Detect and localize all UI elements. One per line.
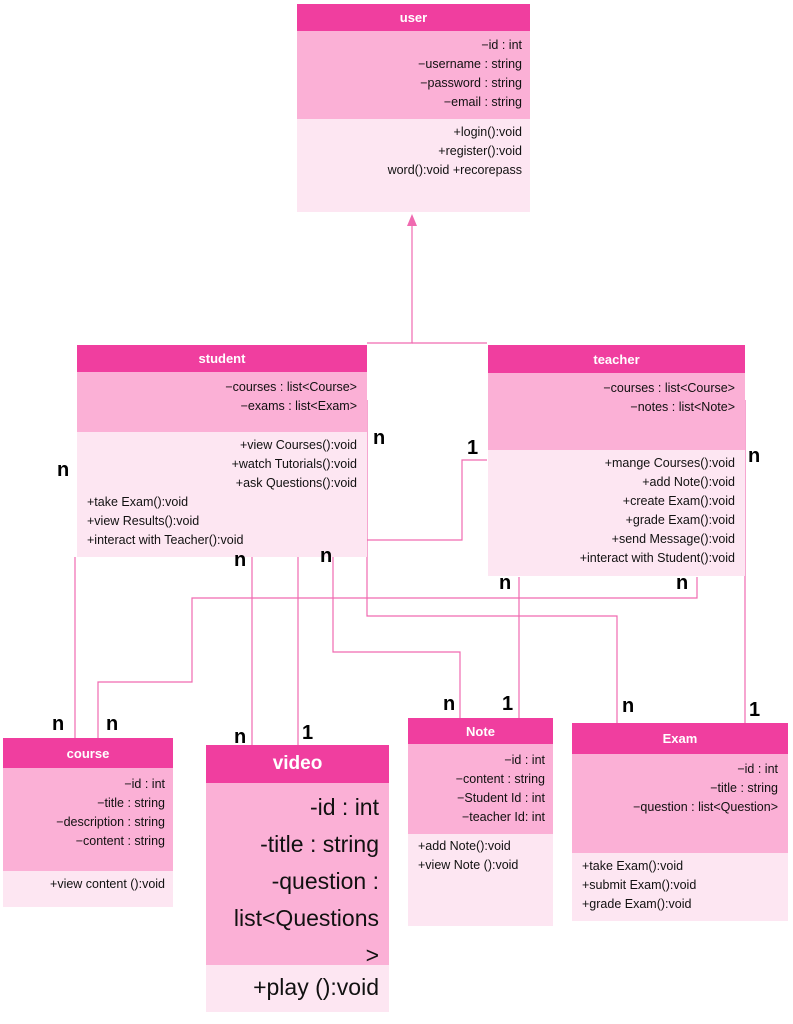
class-user-methods: +login():void +register():void word():vo… [297, 119, 530, 212]
class-student[interactable]: student −courses : list<Course> −exams :… [77, 345, 367, 557]
multiplicity-label: n [373, 427, 386, 449]
attribute: list<Questions [233, 905, 379, 931]
method: +take Exam():void [582, 859, 684, 873]
class-user-attributes: −id : int −username : string −password :… [297, 31, 530, 119]
method: +interact with Student():void [579, 551, 735, 565]
class-student-title: student [77, 345, 367, 372]
class-exam[interactable]: Exam −id : int −title : string −question… [572, 723, 788, 921]
class-video-title: video [206, 745, 389, 783]
multiplicity-label: n [234, 726, 247, 748]
attribute: −id : int [504, 753, 545, 767]
multiplicity-label: n [52, 713, 65, 735]
method: +view Note ():void [418, 858, 519, 872]
class-course-attributes: −id : int −title : string −description :… [3, 768, 173, 871]
multiplicity-label: 1 [467, 437, 479, 459]
method: +submit Exam():void [582, 878, 697, 892]
attribute: −notes : list<Note> [630, 400, 735, 414]
class-teacher-attributes: −courses : list<Course> −notes : list<No… [488, 373, 745, 450]
attribute: −password : string [420, 76, 522, 90]
method: +register():void [438, 144, 522, 158]
method: +view Results():void [87, 514, 200, 528]
attribute: −id : int [737, 762, 778, 776]
attribute: −description : string [56, 815, 165, 829]
class-exam-title: Exam [572, 723, 788, 754]
attribute: −content : string [455, 772, 545, 786]
class-student-methods: +view Courses():void +watch Tutorials():… [77, 432, 367, 557]
attribute: −title : string [97, 796, 165, 810]
multiplicity-label: n [676, 572, 689, 594]
method: +watch Tutorials():void [231, 457, 357, 471]
method: +add Note():void [642, 475, 735, 489]
attribute: −courses : list<Course> [225, 380, 357, 394]
class-course-methods: +view content ():void [3, 871, 173, 907]
multiplicity-label: n [57, 459, 70, 481]
multiplicity-label: n [622, 695, 635, 717]
class-note-methods: +add Note():void +view Note ():void [408, 834, 553, 926]
method: +create Exam():void [622, 494, 735, 508]
class-note-attributes: −id : int −content : string −Student Id … [408, 744, 553, 834]
class-course-title: course [3, 738, 173, 768]
class-exam-methods: +take Exam():void +submit Exam():void +g… [572, 853, 788, 921]
attribute: −email : string [443, 95, 522, 109]
method: +login():void [453, 125, 522, 139]
class-video-attributes: -id : int -title : string -question : li… [206, 783, 389, 968]
method: +mange Courses():void [604, 456, 735, 470]
class-video[interactable]: video -id : int -title : string -questio… [206, 745, 389, 1012]
multiplicity-label: 1 [749, 699, 761, 721]
class-teacher-methods: +mange Courses():void +add Note():void +… [488, 450, 745, 576]
multiplicity-label: n [320, 545, 333, 567]
assoc-teacher-video [297, 459, 487, 745]
attribute: −teacher Id: int [461, 810, 545, 824]
inheritance-line [367, 224, 413, 344]
attribute: −title : string [710, 781, 778, 795]
method: +view Courses():void [239, 438, 357, 452]
multiplicity-label: 1 [502, 693, 514, 715]
class-teacher-title: teacher [488, 345, 745, 373]
multiplicity-label: n [106, 713, 119, 735]
method: +play ():void [253, 974, 379, 1000]
attribute: −content : string [75, 834, 165, 848]
attribute: −courses : list<Course> [603, 381, 735, 395]
class-video-methods: +play ():void [206, 965, 389, 1012]
multiplicity-label: n [748, 445, 761, 467]
multiplicity-label: 1 [302, 722, 314, 744]
multiplicity-label: n [499, 572, 512, 594]
method: +take Exam():void [87, 495, 189, 509]
class-course[interactable]: course −id : int −title : string −descri… [3, 738, 173, 907]
attribute: −id : int [481, 38, 522, 52]
assoc-student-exam [366, 400, 618, 723]
attribute: −exams : list<Exam> [240, 399, 357, 413]
attribute: −Student Id : int [457, 791, 545, 805]
multiplicity-label: n [234, 549, 247, 571]
attribute: > [365, 942, 379, 968]
class-student-attributes: −courses : list<Course> −exams : list<Ex… [77, 372, 367, 432]
assoc-student-note [332, 557, 461, 718]
method: +grade Exam():void [582, 897, 692, 911]
class-user-title: user [297, 4, 530, 31]
inheritance-arrowhead [407, 214, 417, 226]
attribute: -question : [271, 868, 379, 894]
method: +interact with Teacher():void [87, 533, 244, 547]
class-teacher[interactable]: teacher −courses : list<Course> −notes :… [488, 345, 745, 576]
attribute: −id : int [124, 777, 165, 791]
class-exam-attributes: −id : int −title : string −question : li… [572, 754, 788, 853]
class-user[interactable]: user −id : int −username : string −passw… [297, 4, 530, 212]
multiplicity-label: n [443, 693, 456, 715]
attribute: −question : list<Question> [633, 800, 778, 814]
method: +send Message():void [611, 532, 735, 546]
method: +view content ():void [50, 877, 165, 891]
method: word():void +recorepass [387, 163, 522, 177]
method: +ask Questions():void [235, 476, 357, 490]
attribute: −username : string [418, 57, 522, 71]
class-note-title: Note [408, 718, 553, 744]
assoc-teacher-course [97, 577, 698, 738]
method: +add Note():void [418, 839, 511, 853]
method: +grade Exam():void [625, 513, 735, 527]
attribute: -title : string [260, 831, 379, 857]
attribute: -id : int [309, 794, 379, 820]
class-note[interactable]: Note −id : int −content : string −Studen… [408, 718, 553, 926]
